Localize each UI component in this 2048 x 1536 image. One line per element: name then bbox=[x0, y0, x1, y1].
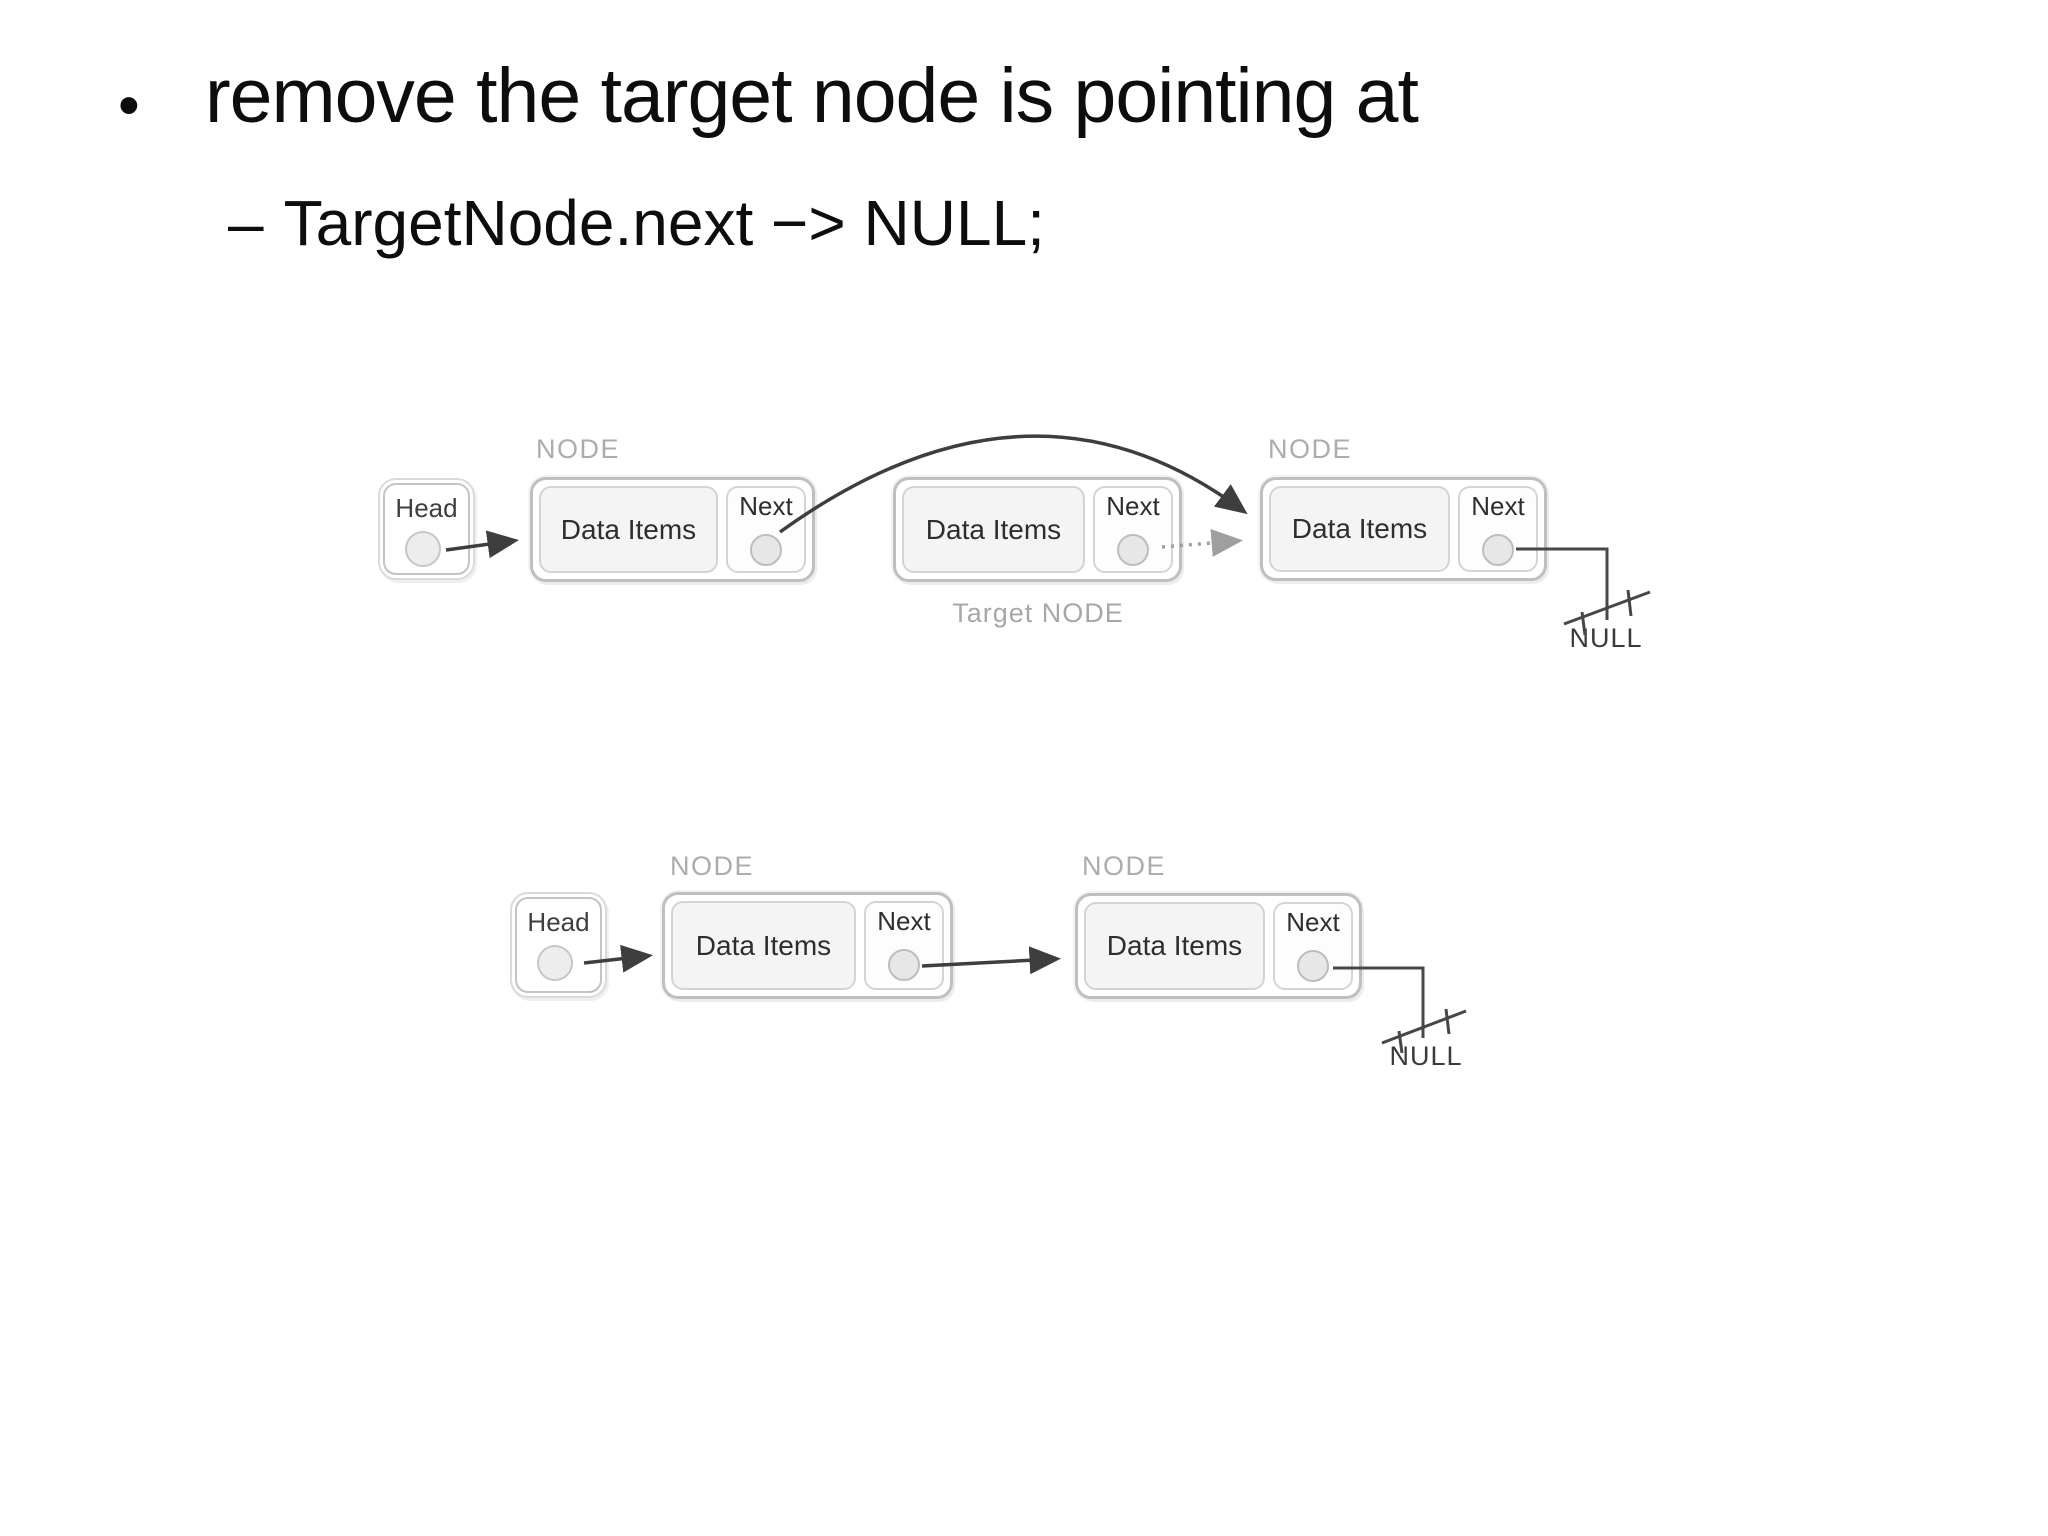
node-label: NODE bbox=[535, 434, 621, 464]
target-node-caption: Target NODE bbox=[952, 598, 1124, 628]
slide-title: remove the target node is pointing at bbox=[205, 53, 1419, 139]
next-label: Next bbox=[739, 491, 793, 521]
head-pointer-inner: Head bbox=[383, 483, 470, 575]
node-target: Data Items Next bbox=[893, 477, 1182, 582]
head-pointer-circle bbox=[537, 945, 573, 981]
node-last: Data Items Next bbox=[1075, 893, 1362, 999]
head-pointer-inner: Head bbox=[515, 897, 602, 993]
null-label: NULL bbox=[1569, 623, 1643, 653]
node-label: NODE bbox=[669, 851, 755, 881]
next-pointer-circle bbox=[1117, 534, 1149, 566]
next-cell: Next bbox=[1093, 486, 1173, 573]
next-cell: Next bbox=[726, 486, 806, 573]
node-first: Data Items Next bbox=[662, 892, 953, 999]
node-last: Data Items Next bbox=[1260, 477, 1547, 581]
next-cell: Next bbox=[1458, 486, 1538, 572]
data-items-cell: Data Items bbox=[1084, 902, 1265, 990]
null-label: NULL bbox=[1389, 1041, 1463, 1071]
data-items-cell: Data Items bbox=[539, 486, 718, 573]
head-label: Head bbox=[527, 907, 590, 937]
node-label: NODE bbox=[1081, 851, 1167, 881]
next-label: Next bbox=[1286, 907, 1340, 937]
data-items-cell: Data Items bbox=[1269, 486, 1450, 572]
next-pointer-circle bbox=[1482, 534, 1514, 566]
next-label: Next bbox=[1471, 491, 1525, 521]
bullet-icon: • bbox=[118, 71, 140, 140]
next-pointer-circle bbox=[1297, 950, 1329, 982]
next-label: Next bbox=[877, 906, 931, 936]
node-first: Data Items Next bbox=[530, 477, 815, 582]
next-pointer-circle bbox=[750, 534, 782, 566]
next-label: Next bbox=[1106, 491, 1160, 521]
data-items-cell: Data Items bbox=[902, 486, 1085, 573]
sub-bullet-text: TargetNode.next −> NULL; bbox=[283, 187, 1045, 259]
next-cell: Next bbox=[864, 901, 944, 990]
dash-icon: – bbox=[228, 187, 264, 259]
head-pointer-box: Head bbox=[378, 478, 475, 580]
head-label: Head bbox=[395, 493, 458, 523]
sub-bullet-line: – TargetNode.next −> NULL; bbox=[228, 186, 1045, 260]
next-cell: Next bbox=[1273, 902, 1353, 990]
data-items-cell: Data Items bbox=[671, 901, 856, 990]
node-label: NODE bbox=[1267, 434, 1353, 464]
next-pointer-circle bbox=[888, 949, 920, 981]
head-pointer-circle bbox=[405, 531, 441, 567]
head-pointer-box: Head bbox=[510, 892, 607, 998]
